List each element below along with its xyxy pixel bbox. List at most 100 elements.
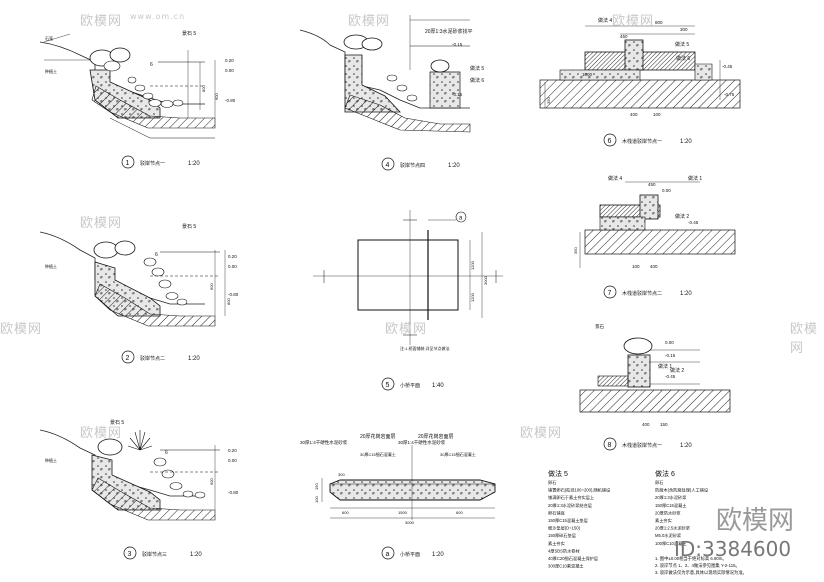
watermark-brand: 欧模网: [80, 14, 123, 29]
legend-col1-item-7: 细沙垫层(D~150): [548, 525, 581, 532]
legend: 做法 5 做法 6 卵石铺置卵石(粒径100~200),随机铺设铺满卵石于素土夯…: [548, 469, 747, 576]
detail-8-elev-c: -0.45: [665, 374, 676, 379]
legend-col1-item-2: 铺置卵石(粒径100~200),随机铺设: [548, 487, 611, 494]
watermark-brand-5: 欧模网: [0, 322, 43, 337]
detail-3-elev-c: -0.80: [228, 490, 239, 495]
legend-col2-title: 做法 6: [655, 469, 675, 478]
legend-col1-item-12: 300厚C10素混凝土: [548, 563, 584, 570]
detail-a-scale: 1:20: [432, 552, 444, 558]
detail-6-title: 木栈道驳岸节点一: [622, 138, 662, 145]
detail-6-num: 6: [608, 138, 612, 145]
legend-col2-item-9: 100厚C10混凝土: [655, 540, 686, 547]
detail-3-elev-b: 0.00: [228, 458, 237, 463]
detail-3: 3 驳岸节点三 1:20 景石 5 0.20 0.00 -0.80 种植土 6 …: [39, 419, 239, 560]
detail-a-dim-e: 100: [314, 496, 319, 503]
detail-8: 景石 0.00 -0.15 -0.45 做法 1 做法 2 400 150 8 …: [579, 324, 731, 451]
legend-col2-list: 卵石防腐木(含防腐处理)人工铺设20厚1:3水泥砂浆150厚C15混凝土20厚防…: [655, 479, 709, 547]
detail-2-label-b: 6: [155, 252, 158, 258]
legend-col1-title: 做法 5: [548, 469, 568, 478]
detail-7-dim-d: 350: [573, 247, 578, 254]
detail-1: 1 驳岸节点一 1:20 景石 5 0.20 0.00 -0.80 种植土 石笼…: [39, 30, 236, 169]
detail-7-label-a: 做法 1: [688, 175, 702, 182]
legend-col2-item-5: 20厚防水砂浆: [655, 509, 681, 516]
legend-col2-item-4: 150厚C15混凝土: [655, 502, 686, 509]
legend-col1-item-5: 卵石铺底: [548, 509, 565, 516]
detail-5-dim-a: 3000: [483, 275, 488, 285]
detail-6-scale: 1:20: [680, 139, 692, 145]
detail-a-label-b2: 30厚C15细石混凝土: [440, 451, 476, 457]
detail-4-dim-note: 20厚1:3水泥砂浆找平: [425, 28, 473, 35]
detail-1-dim-b: 600: [214, 93, 219, 100]
legend-col1-item-1: 卵石: [548, 479, 556, 486]
detail-3-label-b: 6: [165, 450, 168, 456]
detail-a-label-b: 30厚C15细石混凝土: [360, 451, 396, 457]
detail-4-label-b: 做法 6: [470, 77, 484, 84]
detail-a-label-a2: 30厚1:4干硬性水泥砂浆: [398, 439, 446, 446]
detail-2-dim-b: 800: [226, 298, 231, 305]
detail-6-dim-c: 450: [620, 34, 628, 39]
legend-col1-item-11: 40厚C20细石混凝土保护层: [548, 555, 598, 562]
detail-a-note-2: 20厚花岗岩面层: [418, 433, 454, 440]
detail-6-dim-g: 350: [546, 97, 551, 104]
detail-a-title: 小桥平面: [400, 551, 420, 558]
detail-a-dim-c2: 600: [456, 510, 463, 515]
detail-8-elev-a: 0.00: [665, 340, 674, 345]
detail-1-label-b: 石笼: [45, 35, 53, 41]
legend-col1-item-8: 150厚碎石垫层: [548, 532, 576, 539]
detail-7-note: 做法 4: [608, 175, 622, 182]
watermark-brand-6: 欧模网: [385, 322, 428, 337]
detail-7-elev-b: -0.45: [688, 220, 699, 225]
detail-4-title: 驳岸节点四: [400, 162, 425, 169]
detail-8-dim-a: 400: [642, 422, 650, 427]
detail-6-dim-e: 400: [630, 112, 638, 117]
detail-2-elev-b: 0.00: [228, 264, 237, 269]
detail-a-dim-d: 3000: [405, 520, 415, 525]
detail-7-elev-a: 0.00: [662, 188, 671, 193]
legend-col2-item-1: 卵石: [655, 479, 663, 486]
detail-3-note: 景石 5: [110, 419, 124, 426]
detail-5: a 1200 1200 3000 注:1.桥面铺装,详见节点做法. 5 小桥平面…: [313, 210, 503, 391]
legend-notes: 1. 图中±0.00相当于绝对标高 6.80m。2. 驳岸节点 1、2、4做法参…: [655, 555, 747, 576]
legend-col2-item-7: 20厚1:2.5水泥砂浆: [655, 525, 691, 532]
legend-col1-item-9: 素土夯实: [548, 540, 565, 547]
detail-2: 2 驳岸节点二 1:20 景石 5 0.20 0.00 -0.80 种植土 6 …: [39, 223, 239, 364]
detail-a-dim-a: 300: [338, 472, 345, 477]
detail-1-label-c: 6: [150, 62, 153, 68]
detail-1-elev-c: -0.80: [225, 98, 236, 103]
detail-a-dim-f: 150: [314, 483, 319, 490]
detail-8-scale: 1:20: [680, 443, 692, 449]
detail-3-title: 驳岸节点三: [142, 551, 167, 558]
detail-6-note: 做法 4: [598, 17, 612, 24]
detail-3-scale: 1:20: [190, 552, 202, 558]
detail-6-dim-a: 800: [655, 20, 663, 25]
detail-3-num: 3: [128, 551, 132, 558]
watermark-brand-9: 欧模网: [520, 426, 563, 441]
legend-col2-item-3: 20厚1:3水泥砂浆: [655, 494, 687, 501]
detail-7: 做法 4 450 100 400 350 0.00 -0.45 做法 1 做法 …: [573, 175, 736, 299]
detail-8-title: 木栈道驳岸节点一: [622, 442, 662, 449]
detail-7-dim-c: 400: [650, 264, 658, 269]
detail-6-dim-d: 1000: [582, 72, 593, 77]
detail-1-num: 1: [126, 160, 130, 167]
legend-col1-list: 卵石铺置卵石(粒径100~200),随机铺设铺满卵石于素土夯实层上20厚1:3水…: [548, 479, 611, 570]
detail-a-num: a: [386, 551, 390, 558]
watermark-brand-8: 欧模网: [80, 426, 123, 441]
detail-a: 20厚花岗岩面层 20厚花岗岩面层 30厚1:4干硬性水泥砂浆 30厚1:4干硬…: [300, 433, 496, 560]
detail-2-note: 景石 5: [182, 223, 196, 230]
watermark-url: www.om.cn: [130, 12, 186, 21]
detail-2-elev-a: 0.20: [228, 254, 237, 259]
detail-8-label-b: 景石: [595, 324, 604, 330]
detail-2-scale: 1:20: [188, 356, 200, 362]
detail-7-title: 木栈道驳岸节点二: [622, 290, 662, 297]
detail-4-scale: 1:20: [448, 163, 460, 169]
legend-note-3: 3. 驳岸做法仅为示意,具体以现场实际情况为准。: [655, 569, 747, 576]
detail-a-dim-b: 600: [342, 510, 349, 515]
detail-4: 4 驳岸节点四 1:20 20厚1:3水泥砂浆找平 -0.15 -0.15 做法…: [299, 15, 484, 171]
detail-1-elev-b: 0.00: [225, 68, 234, 73]
detail-2-title: 驳岸节点二: [140, 355, 165, 362]
watermark-logo-text: 欧模网: [716, 506, 795, 536]
detail-2-num: 2: [126, 355, 130, 362]
watermark-id: ID:3384600: [674, 537, 792, 561]
